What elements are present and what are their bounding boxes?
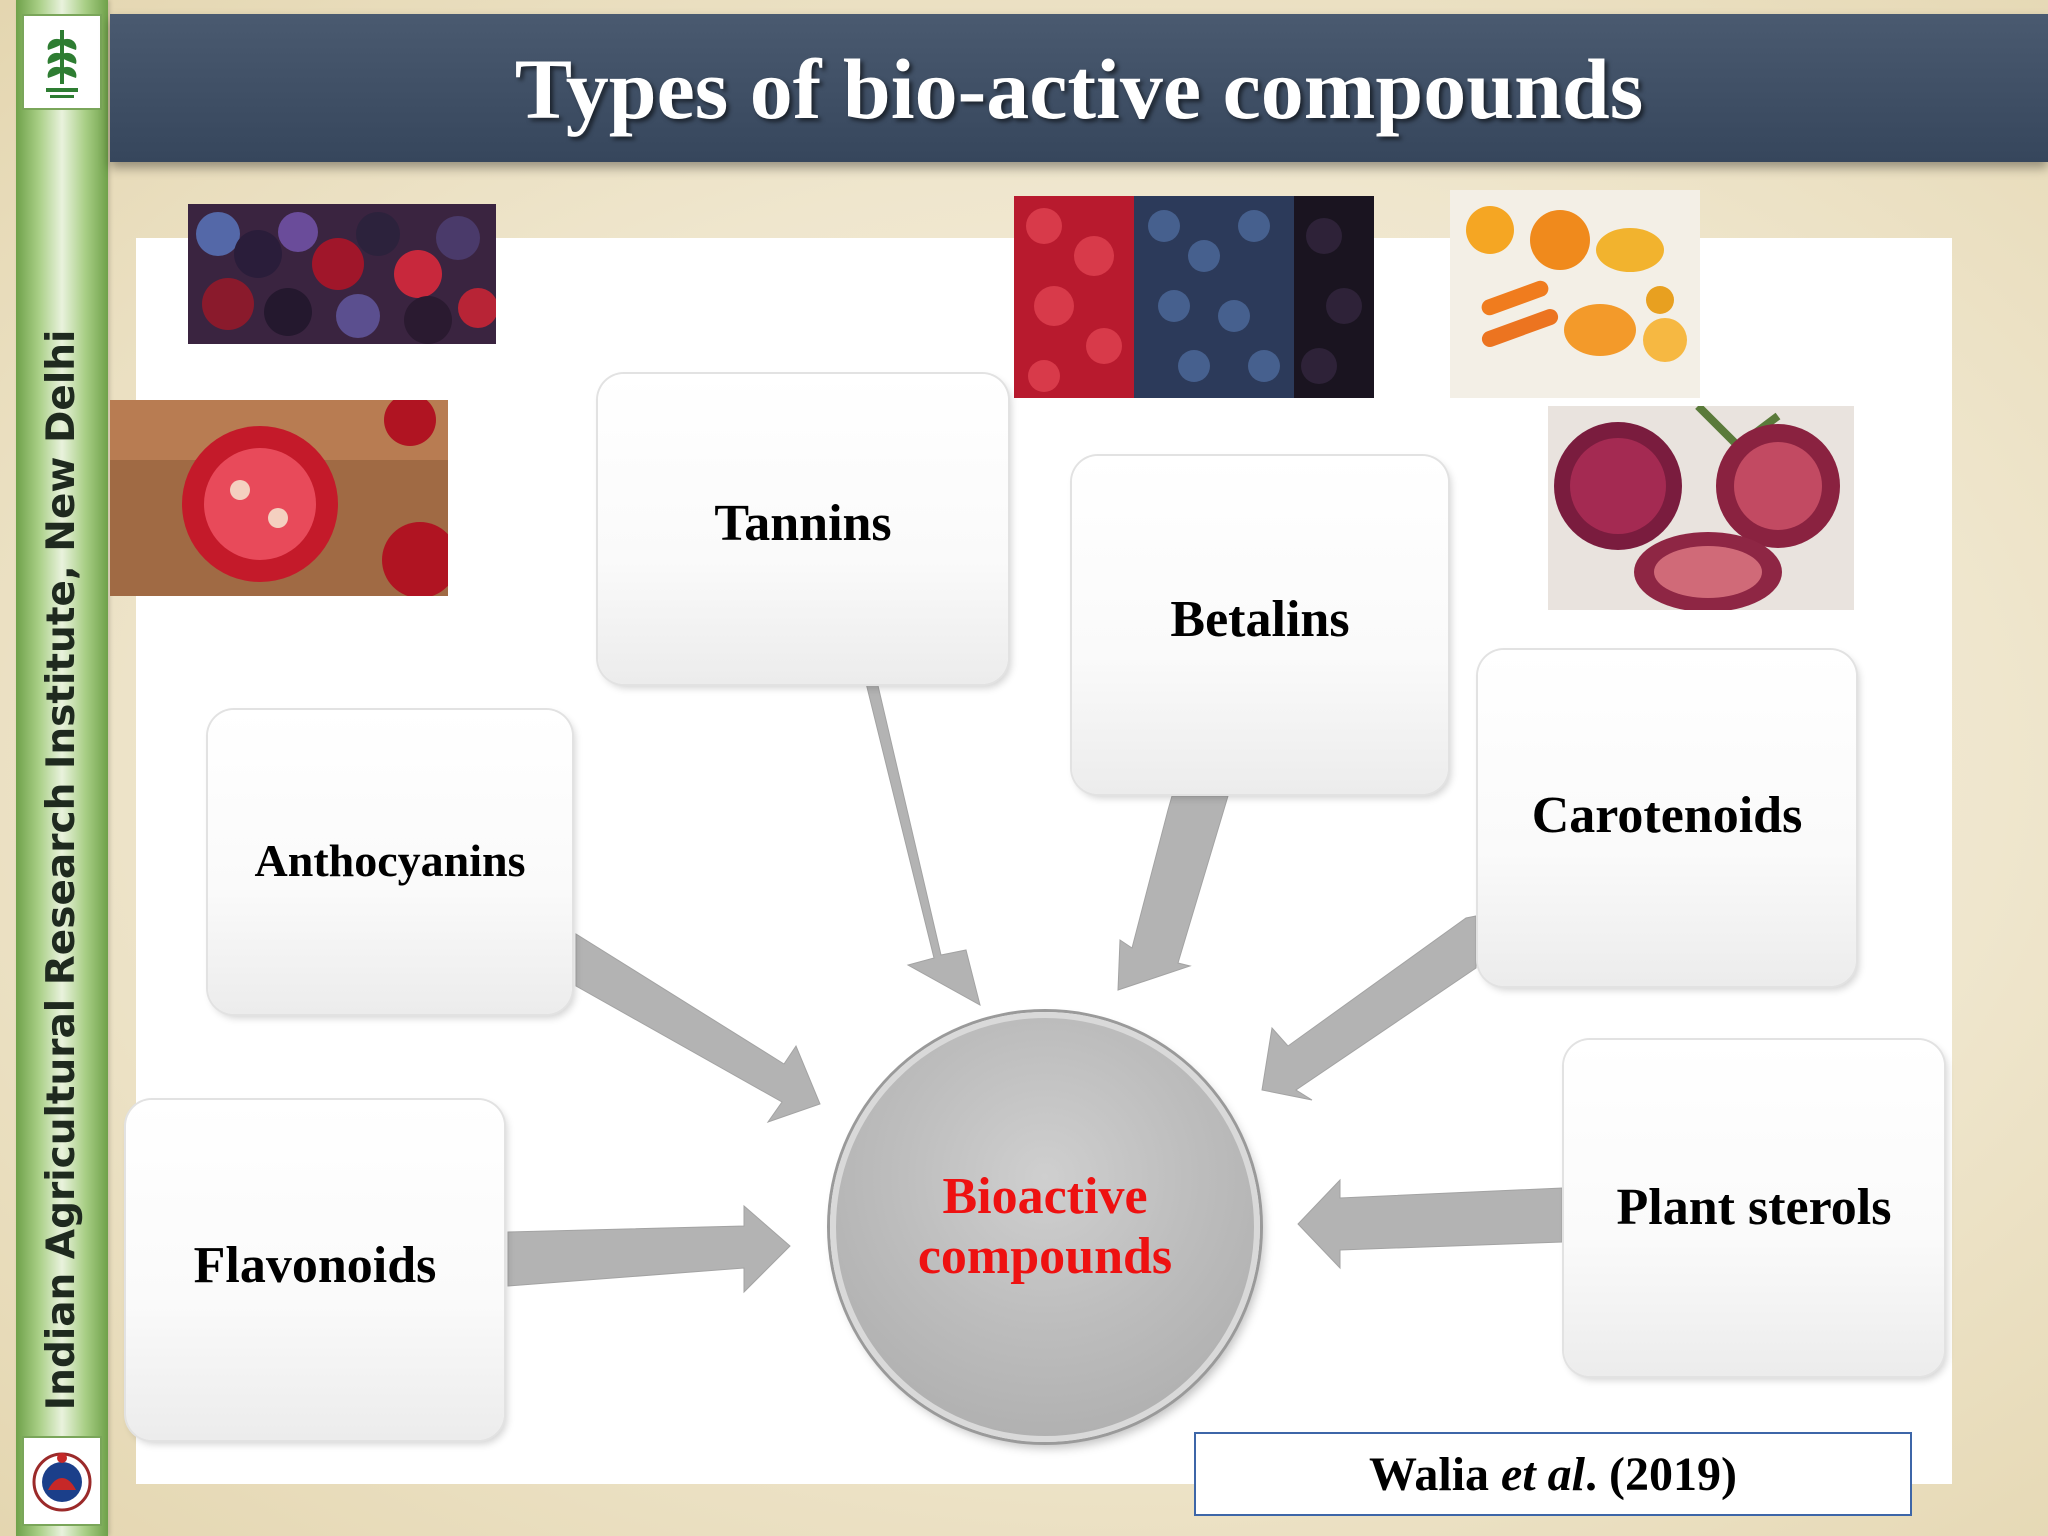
berries-trio-photo [1014,196,1374,398]
red-grapes-photo [1548,406,1854,610]
node-label: Plant sterols [1616,1179,1892,1236]
hub-label-line2: compounds [917,1228,1173,1285]
orange-produce-photo [1450,190,1700,398]
hub-bioactive-compounds: Bioactive compounds [830,1012,1260,1442]
node-tannins: Tannins [598,374,1008,684]
node-label: Flavonoids [193,1237,437,1294]
node-label: Carotenoids [1531,787,1803,844]
slide-title: Types of bio-active compounds [514,41,1644,137]
icar-logo [22,14,102,110]
title-bar: Types of bio-active compounds [110,14,2048,162]
arrow-flavonoids [507,1204,791,1294]
hub-label: Bioactive compounds [918,1167,1172,1287]
node-label: Betalins [1170,591,1350,648]
citation-year: . (2019) [1585,1447,1737,1501]
arrow-anthocyanins [575,933,821,1123]
citation-etal: et al [1501,1447,1586,1501]
arrow-plant-sterols [1297,1178,1563,1270]
hub-label-line1: Bioactive [942,1168,1148,1225]
node-betalins: Betalins [1072,456,1448,794]
node-label: Anthocyanins [254,835,526,886]
node-carotenoids: Carotenoids [1478,650,1856,986]
arrow-tannins [819,659,981,1007]
citation-author: Walia [1369,1447,1490,1501]
arrow-carotenoids [1261,915,1477,1101]
node-flavonoids: Flavonoids [126,1100,504,1440]
node-plant-sterols: Plant sterols [1564,1040,1944,1376]
arrow-betalins [1117,795,1229,991]
node-anthocyanins: Anthocyanins [208,710,572,1014]
citation-box: Walia et al. (2019) [1194,1432,1912,1516]
sidebar-strip [16,0,108,1536]
pomegranate-photo [110,400,448,596]
mixed-berries-photo [188,204,496,344]
node-label: Tannins [714,495,892,552]
iari-emblem [22,1436,102,1526]
